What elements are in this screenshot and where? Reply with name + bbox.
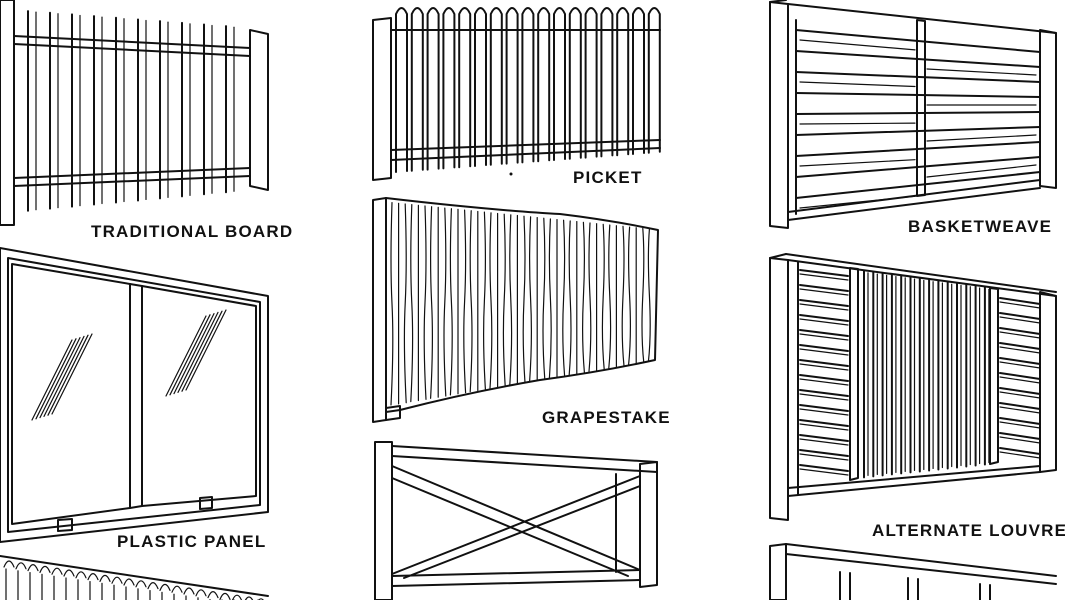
- label-alternate-louvre: ALTERNATE LOUVRE: [872, 521, 1065, 540]
- partial-fence-bottom-left: [0, 555, 269, 600]
- label-plastic-panel: PLASTIC PANEL: [117, 532, 267, 551]
- label-grapestake: GRAPESTAKE: [542, 408, 671, 427]
- grapestake-drawing: [372, 197, 659, 423]
- cross-brace-drawing: [374, 441, 658, 600]
- label-traditional-board: TRADITIONAL BOARD: [91, 222, 294, 241]
- traditional-board-drawing: [0, 0, 269, 226]
- partial-fence-bottom-right: [769, 543, 1057, 600]
- alternate-louvre-drawing: [769, 253, 1057, 521]
- label-picket: PICKET: [573, 168, 643, 187]
- plastic-panel-drawing: [0, 247, 269, 543]
- basketweave-drawing: [769, 0, 1057, 229]
- label-basketweave: BASKETWEAVE: [908, 217, 1053, 236]
- picket-drawing: [372, 7, 661, 181]
